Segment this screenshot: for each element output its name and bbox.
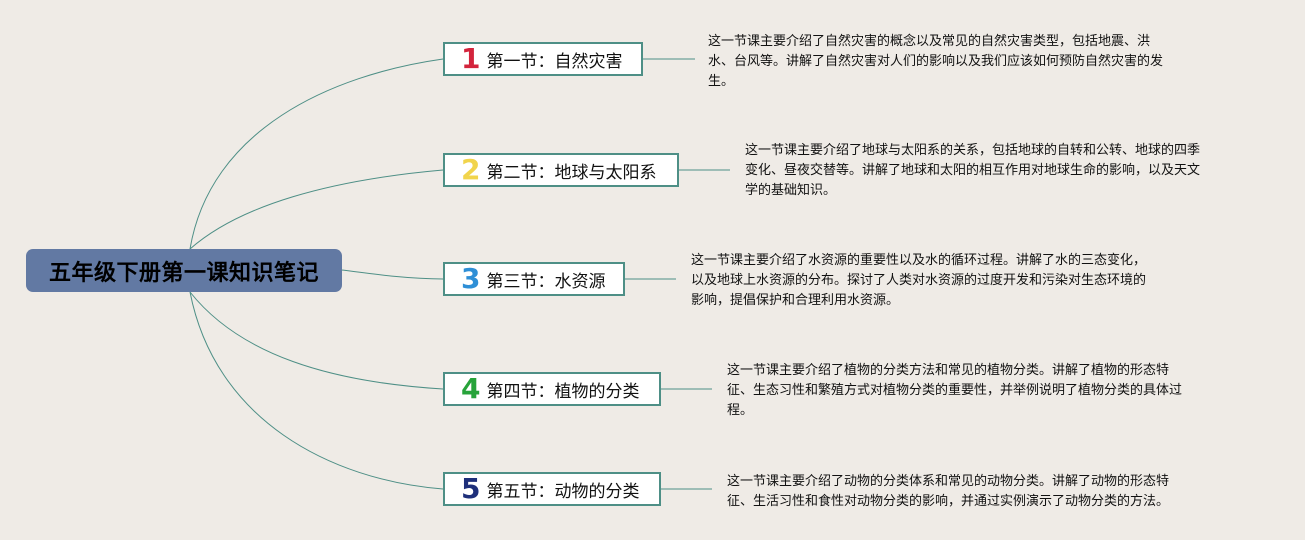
desc-line: 变化、昼夜交替等。讲解了地球和太阳的相互作用对地球生命的影响，以及天文	[745, 163, 1201, 178]
connector-root-5	[189, 291, 444, 490]
desc-line: 影响，提倡保护和合理利用水资源。	[691, 293, 900, 308]
root-title: 五年级下册第一课知识笔记	[48, 260, 319, 286]
section-number-4: 4	[461, 372, 481, 405]
section-label-2: 第二节：地球与太阳系	[486, 162, 657, 183]
desc-line: 程。	[727, 403, 754, 418]
desc-line: 这一节课主要介绍了动物的分类体系和常见的动物分类。讲解了动物的形态特	[727, 474, 1170, 489]
section-description-3: 这一节课主要介绍了水资源的重要性以及水的循环过程。讲解了水的三态变化， 以及地球…	[691, 251, 1146, 311]
section-description-1: 这一节课主要介绍了自然灾害的概念以及常见的自然灾害类型，包括地震、洪 水、台风等…	[708, 32, 1163, 92]
connector-root-1	[189, 58, 444, 250]
section-description-4: 这一节课主要介绍了植物的分类方法和常见的植物分类。讲解了植物的形态特 征、生态习…	[727, 361, 1182, 421]
desc-line: 这一节课主要介绍了地球与太阳系的关系，包括地球的自转和公转、地球的四季	[745, 143, 1201, 158]
desc-line: 这一节课主要介绍了植物的分类方法和常见的植物分类。讲解了植物的形态特	[727, 363, 1170, 378]
desc-line: 征、生态习性和繁殖方式对植物分类的重要性，并举例说明了植物分类的具体过	[727, 383, 1183, 398]
desc-line: 征、生活习性和食性对动物分类的影响，并通过实例演示了动物分类的方法。	[727, 494, 1170, 509]
section-description-2: 这一节课主要介绍了地球与太阳系的关系，包括地球的自转和公转、地球的四季 变化、昼…	[745, 141, 1200, 201]
root-topic[interactable]: 五年级下册第一课知识笔记	[26, 249, 342, 292]
section-number-1: 1	[461, 42, 481, 75]
section-label-4: 第四节：植物的分类	[486, 381, 640, 402]
connector-root-3	[341, 269, 444, 280]
section-label-3: 第三节：水资源	[486, 271, 606, 292]
connector-root-2	[189, 169, 444, 250]
topic-section-3[interactable]: 3 第三节：水资源	[443, 262, 625, 296]
topic-section-2[interactable]: 2 第二节：地球与太阳系	[443, 153, 679, 187]
section-number-5: 5	[461, 472, 481, 505]
desc-line: 以及地球上水资源的分布。探讨了人类对水资源的过度开发和污染对生态环境的	[691, 273, 1147, 288]
section-label-1: 第一节：自然灾害	[486, 51, 623, 72]
section-label-5: 第五节：动物的分类	[486, 481, 640, 502]
section-number-3: 3	[461, 262, 481, 295]
topic-section-5[interactable]: 5 第五节：动物的分类	[443, 472, 661, 506]
section-number-2: 2	[461, 153, 481, 186]
connector-root-4	[189, 291, 444, 390]
topic-section-1[interactable]: 1 第一节：自然灾害	[443, 42, 643, 76]
desc-line: 生。	[708, 74, 735, 89]
section-description-5: 这一节课主要介绍了动物的分类体系和常见的动物分类。讲解了动物的形态特 征、生活习…	[727, 472, 1169, 512]
desc-line: 学的基础知识。	[745, 183, 837, 198]
topic-section-4[interactable]: 4 第四节：植物的分类	[443, 372, 661, 406]
desc-line: 水、台风等。讲解了自然灾害对人们的影响以及我们应该如何预防自然灾害的发	[708, 54, 1164, 69]
desc-line: 这一节课主要介绍了水资源的重要性以及水的循环过程。讲解了水的三态变化，	[691, 253, 1147, 268]
desc-line: 这一节课主要介绍了自然灾害的概念以及常见的自然灾害类型，包括地震、洪	[708, 34, 1151, 49]
